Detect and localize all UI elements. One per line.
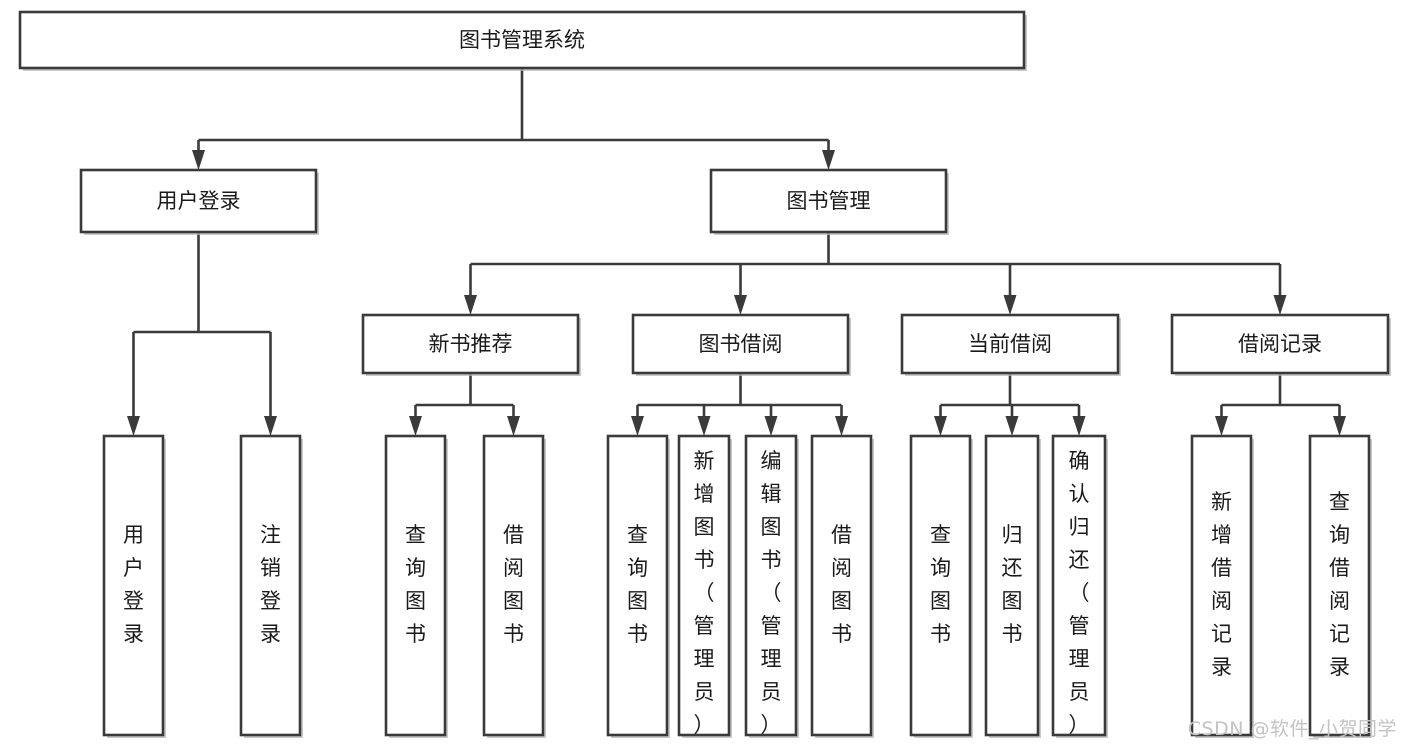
node-label: 查询图书 (930, 523, 951, 646)
node-label: 查询借阅记录 (1329, 490, 1350, 679)
node-book-borrow[interactable]: 图书借阅 (631, 313, 851, 376)
nodes-layer: 图书管理系统用户登录图书管理新书推荐图书借阅当前借阅借阅记录用户登录注销登录查询… (18, 10, 1391, 738)
node-label: 借阅记录 (1238, 332, 1322, 356)
edge-arrowhead (409, 416, 422, 436)
edges-layer (127, 68, 1346, 436)
node-leaf-add-borrow-record[interactable]: 新增借阅记录 (1190, 434, 1254, 738)
node-leaf-query-book-current[interactable]: 查询图书 (909, 434, 973, 738)
node-box[interactable] (79, 168, 318, 234)
node-box[interactable] (18, 10, 1026, 70)
edge-group-borrow-record (1215, 373, 1346, 436)
edge-arrowhead (697, 416, 711, 436)
edge-arrowhead (192, 150, 205, 170)
node-new-book-recommend[interactable]: 新书推荐 (361, 313, 581, 376)
node-label: 查询图书 (627, 523, 648, 646)
node-box[interactable] (909, 434, 972, 737)
node-box[interactable] (1051, 434, 1107, 737)
edge-arrowhead (764, 416, 778, 436)
node-borrow-record[interactable]: 借阅记录 (1170, 313, 1391, 376)
node-box[interactable] (1190, 434, 1253, 737)
edge-arrowhead (934, 416, 947, 436)
node-box[interactable] (361, 313, 580, 375)
node-label: 注销登录 (260, 523, 281, 646)
node-label: 用户登录 (123, 523, 144, 646)
edge-arrowhead (1005, 416, 1019, 436)
edge-arrowhead (631, 416, 644, 436)
node-label: 图书管理 (787, 189, 871, 213)
node-label: 编辑图书（管理员） (761, 449, 782, 737)
node-leaf-query-book-recommend[interactable]: 查询图书 (384, 434, 448, 738)
edge-group-root (192, 68, 835, 170)
node-label: 新书推荐 (429, 332, 513, 356)
edge-arrowhead (127, 416, 140, 436)
edge-group-new-book-recommend (409, 373, 520, 436)
edge-group-book-borrow (631, 373, 848, 436)
node-box[interactable] (384, 434, 447, 737)
node-leaf-borrow-book[interactable]: 借阅图书 (810, 434, 874, 738)
node-label: 图书借阅 (699, 332, 783, 356)
edge-arrowhead (1072, 416, 1086, 436)
node-box[interactable] (744, 434, 798, 737)
edge-arrowhead (1273, 295, 1287, 315)
node-label: 借阅图书 (503, 523, 524, 646)
node-label: 新增图书（管理员） (694, 449, 715, 737)
node-leaf-return-book[interactable]: 归还图书 (984, 434, 1041, 738)
node-label: 归还图书 (1002, 523, 1023, 646)
edge-group-book-manage (464, 232, 1287, 315)
node-leaf-confirm-return[interactable]: 确认归还（管理员） (1051, 434, 1108, 738)
node-box[interactable] (677, 434, 731, 737)
node-box[interactable] (482, 434, 545, 737)
node-label: 当前借阅 (968, 332, 1052, 356)
node-label: 借阅图书 (831, 523, 852, 646)
node-user-login[interactable]: 用户登录 (79, 168, 319, 235)
edge-arrowhead (734, 295, 747, 315)
node-box[interactable] (102, 434, 165, 737)
edge-arrowhead (507, 416, 520, 436)
edge-arrowhead (264, 416, 277, 436)
node-label: 查询图书 (405, 523, 426, 646)
node-leaf-query-borrow-record[interactable]: 查询借阅记录 (1308, 434, 1372, 738)
node-leaf-borrow-book-recommend[interactable]: 借阅图书 (482, 434, 546, 738)
node-leaf-user-login[interactable]: 用户登录 (102, 434, 166, 738)
node-book-manage[interactable]: 图书管理 (709, 168, 949, 235)
node-label: 图书管理系统 (459, 28, 585, 52)
node-leaf-query-book-borrow[interactable]: 查询图书 (606, 434, 670, 738)
node-label: 用户登录 (157, 189, 241, 213)
node-box[interactable] (984, 434, 1040, 737)
edge-arrowhead (1003, 295, 1017, 315)
edge-arrowhead (464, 295, 477, 315)
node-label: 新增借阅记录 (1211, 490, 1232, 679)
node-leaf-add-book[interactable]: 新增图书（管理员） (677, 434, 732, 738)
edge-group-current-borrow (934, 373, 1086, 436)
node-leaf-user-logout[interactable]: 注销登录 (239, 434, 303, 738)
edge-arrowhead (835, 416, 848, 436)
node-box[interactable] (900, 313, 1120, 375)
node-box[interactable] (709, 168, 948, 234)
node-current-borrow[interactable]: 当前借阅 (900, 313, 1121, 376)
node-root[interactable]: 图书管理系统 (18, 10, 1027, 71)
node-box[interactable] (810, 434, 873, 737)
node-box[interactable] (239, 434, 302, 737)
node-box[interactable] (631, 313, 850, 375)
edge-group-user-login (127, 232, 277, 436)
edge-arrowhead (1333, 416, 1346, 436)
node-label: 确认归还（管理员） (1069, 449, 1090, 737)
node-box[interactable] (1170, 313, 1390, 375)
node-box[interactable] (1308, 434, 1371, 737)
node-box[interactable] (606, 434, 669, 737)
node-leaf-edit-book[interactable]: 编辑图书（管理员） (744, 434, 799, 738)
edge-arrowhead (822, 150, 835, 170)
edge-arrowhead (1215, 416, 1228, 436)
